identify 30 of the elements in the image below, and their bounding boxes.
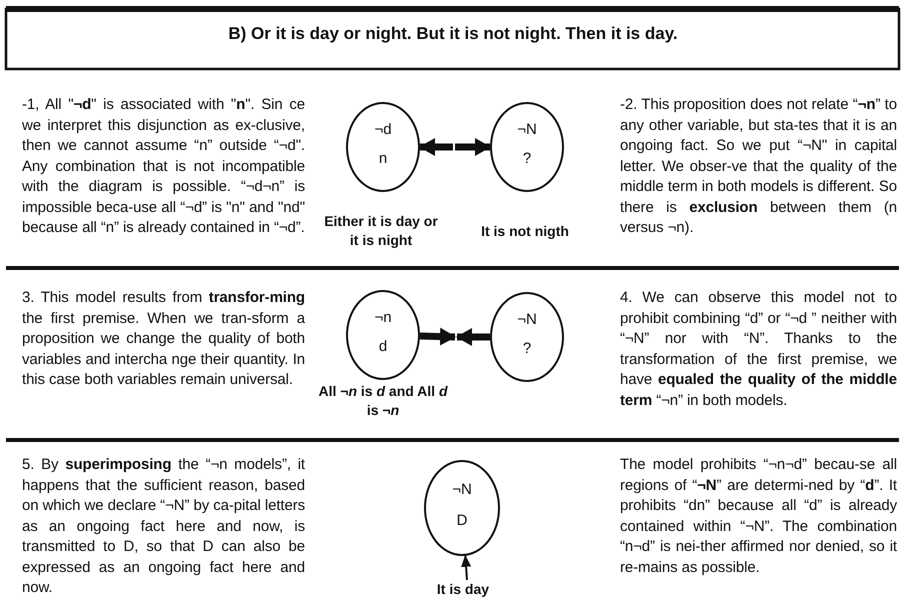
caption: It is day [430, 580, 496, 598]
node-label: ¬N [451, 480, 473, 498]
node-label: ? [522, 150, 532, 167]
node-label: Either it is day or it is night [323, 212, 439, 250]
node-label: ? [522, 340, 532, 357]
node-label: ¬n [373, 309, 393, 326]
node-label: n [378, 150, 388, 167]
title: B) Or it is day or night. But it is not night. Then it is day. [227, 24, 679, 44]
node-label: ¬d [373, 121, 393, 138]
node-label: ¬N [516, 121, 538, 138]
block-arrow [420, 328, 456, 346]
paragraph: -2. This proposition does not relate “¬n” to any other variable, but sta-tes that it is an ongoing fact. So we put “¬N" in capital letter. We obser-ve that the quality of the middle term in both models is different. So there is exclusion between them (n versus ¬n). [620, 95, 897, 238]
ellipse-node [346, 290, 420, 380]
paragraph: 3. This model results from transfor-ming the first premise. When we tran-sform a proposition we change the quality of both variables and intercha nge their quantity. In this case both variables remain universal. [22, 288, 305, 390]
node-label: It is not nigth [480, 222, 570, 241]
paragraph: 4. We can observe this model not to prohibit combining “d” or “¬d ” neither with “¬N” nor with “N”. Thanks to the transformation of the first premise, we have equaled the quality of the middle term “¬n” in both models. [620, 288, 897, 410]
paragraph: -1, All "¬d" is associated with "n". Sin ce we interpret this disjunction as ex-clusive, then we cannot assume “n” outside “¬d". Any combination that is not incompatible with the diagram is possible. “¬d¬n” is impossible beca-use all “¬d” is "n" and "nd" because all “n” is already contained in “¬d”. [22, 95, 305, 238]
ellipse-node [490, 102, 564, 192]
node-label: All ¬n is d and All d is ¬n [318, 382, 448, 420]
ellipse-node [424, 460, 500, 556]
block-arrow [455, 138, 491, 156]
node-label: D [456, 512, 468, 529]
node-label: ¬N [516, 311, 538, 328]
ellipse-node [490, 292, 564, 382]
node-label: d [378, 338, 388, 355]
block-arrow [456, 328, 490, 346]
arrow [461, 554, 472, 580]
paragraph: 5. By superimposing the “¬n models”, it happens that the sufficient reason, based on which we declare “¬N” by ca-pital letters as an ongoing fact here and now, is transmitted to D, so that D can also be expressed as an ongoing fact here and now. [22, 455, 305, 598]
paragraph: The model prohibits “¬n¬d” becau-se all regions of “¬N” are determi-ned by “d”. It prohibits “dn” because all “d” is already contained within “¬N”. The combination “n¬d” is nei-ther affirmed nor denied, so it re-mains as possible. [620, 455, 897, 578]
ellipse-node [346, 102, 420, 192]
